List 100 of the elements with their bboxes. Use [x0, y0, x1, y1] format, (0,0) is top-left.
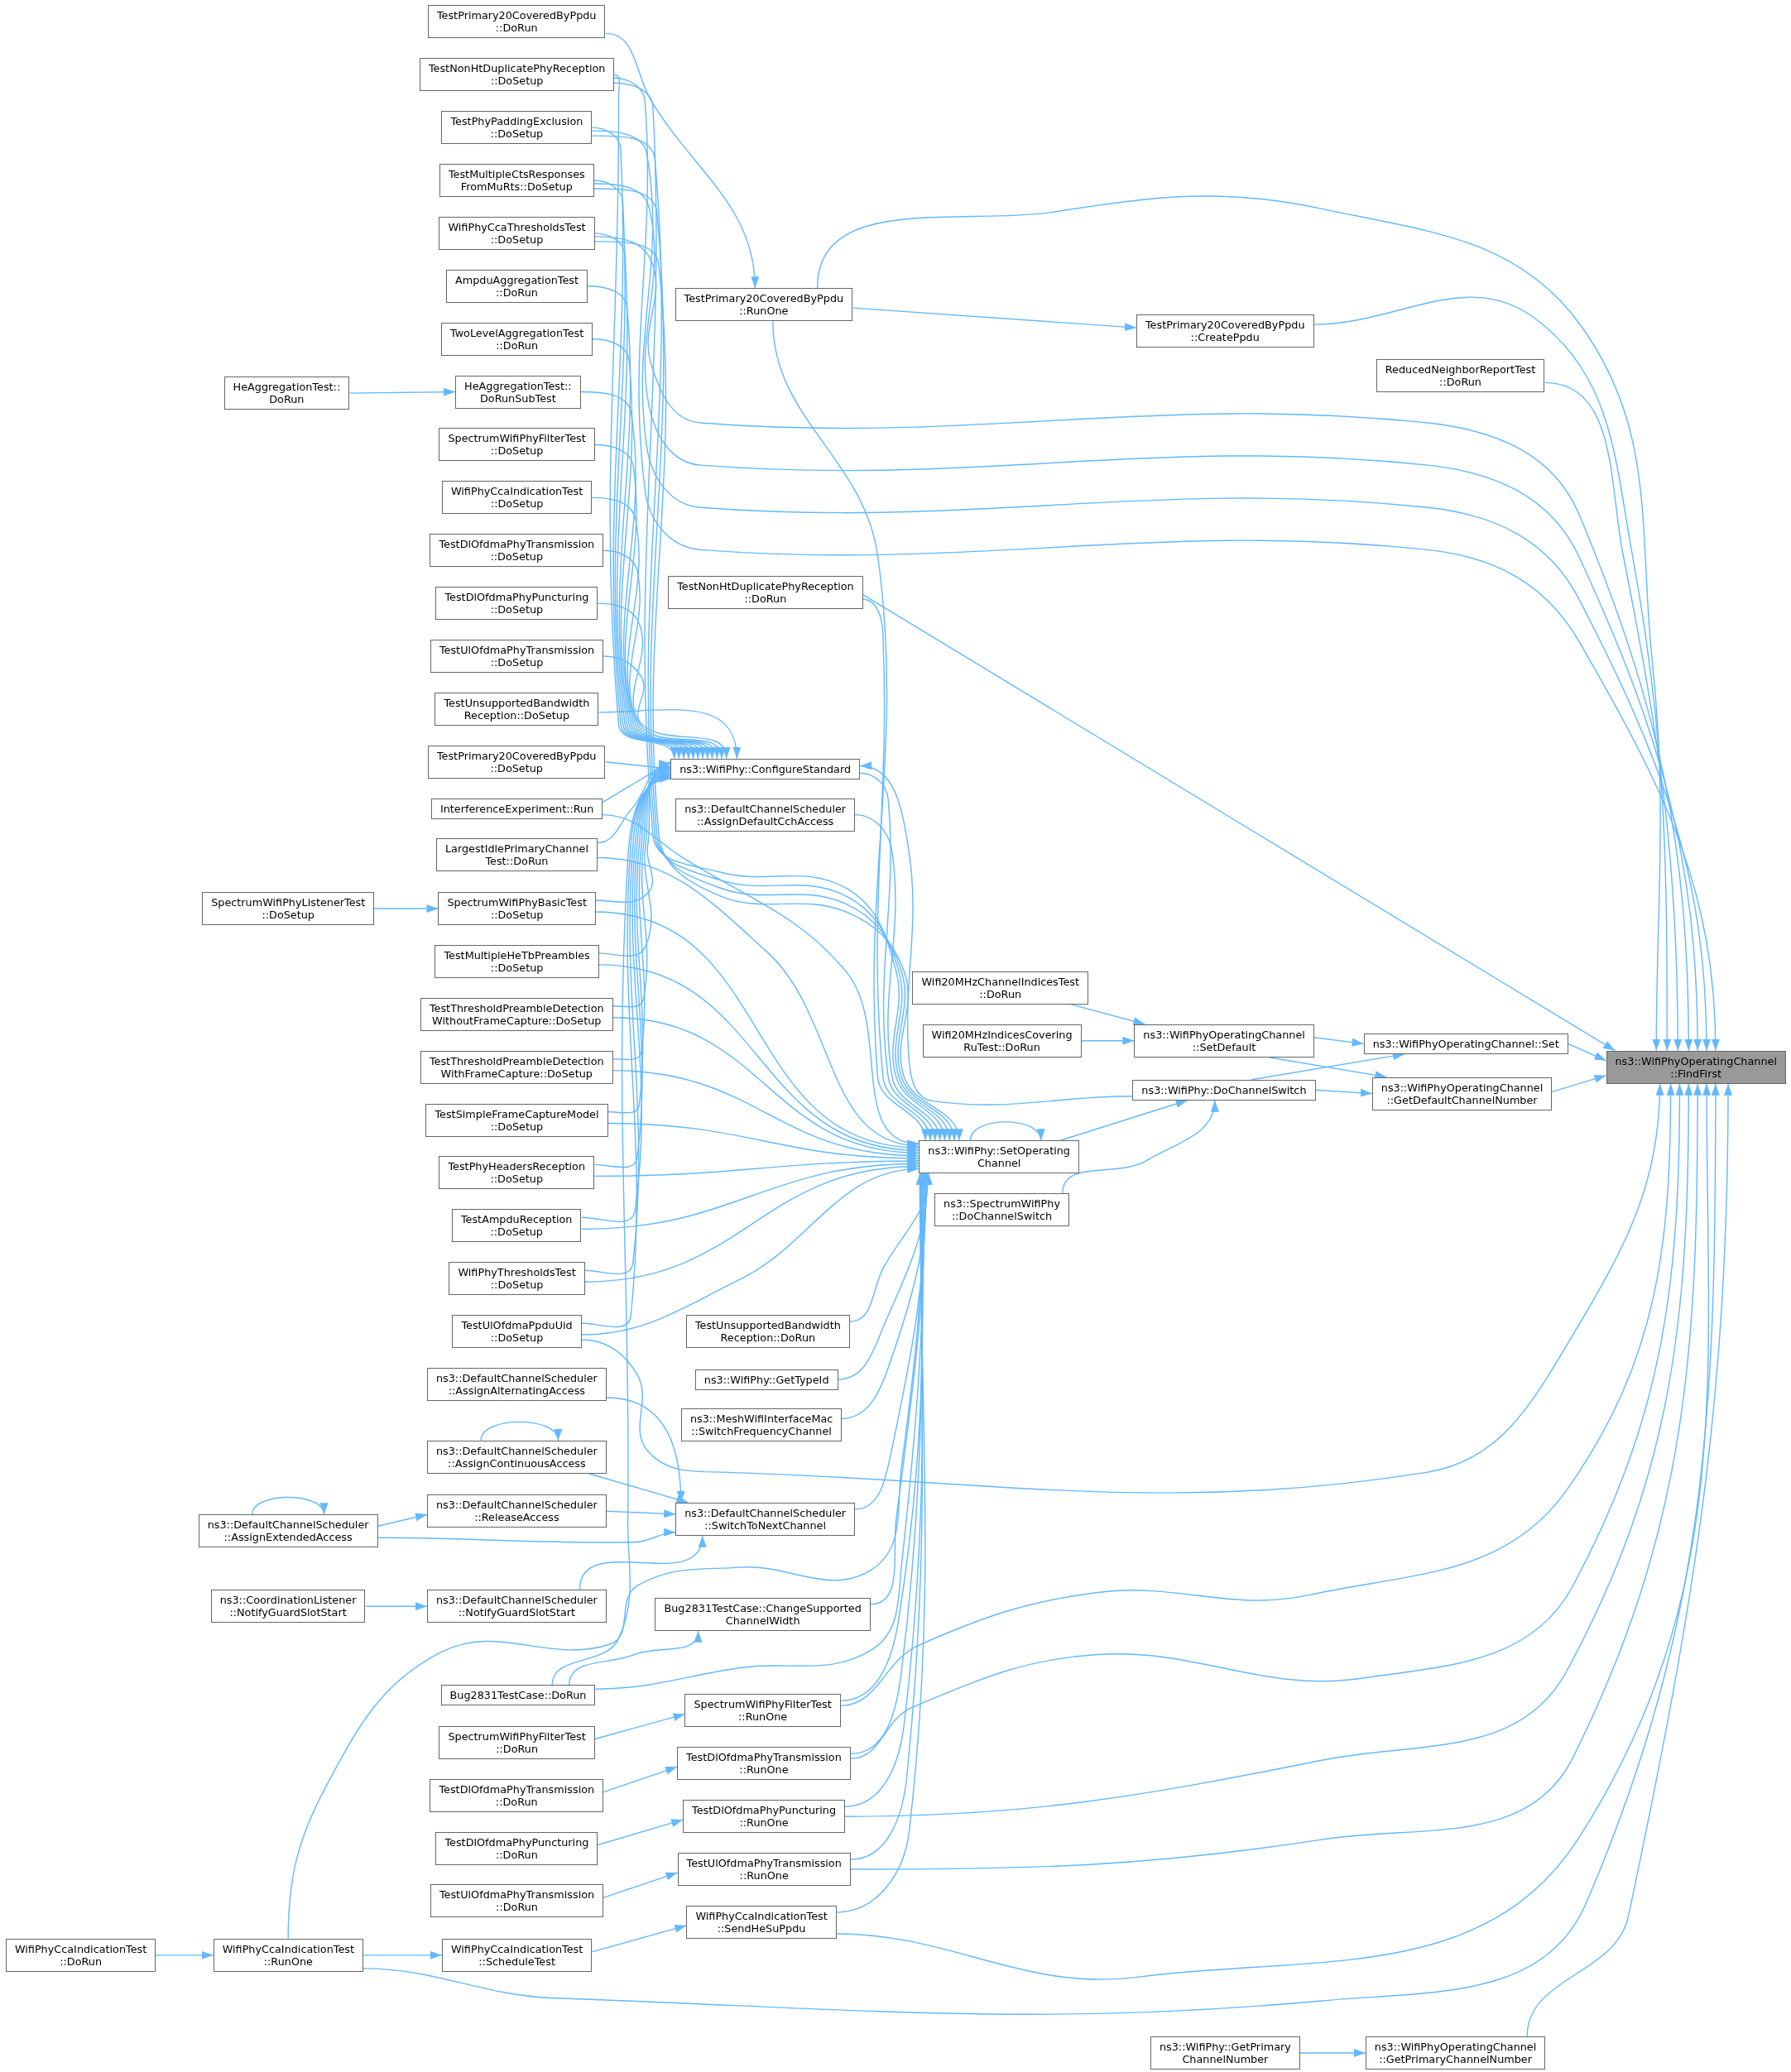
function-box: TestPrimary20CoveredByPpdu ::CreatePpdu: [1136, 314, 1314, 348]
call-arrow: [597, 1819, 684, 1846]
function-box: TwoLevelAggregationTest ::DoRun: [440, 322, 593, 356]
function-box: TestMultipleCtsResponses FromMuRts::DoSetup: [439, 164, 594, 198]
function-box: TestThresholdPreambleDetection WithoutFrameCapture::DoSetup: [420, 997, 613, 1031]
function-box: TestPrimary20CoveredByPpdu ::DoRun: [427, 5, 606, 39]
call-arrow: [597, 760, 671, 844]
function-box: WifiPhyCcaThresholdsTest ::DoSetup: [439, 216, 595, 250]
call-arrow: [1544, 381, 1683, 1052]
call-arrow: [593, 1713, 686, 1740]
call-arrow: [580, 1082, 1664, 1494]
function-box: WifiPhyCcaIndicationTest ::DoSetup: [441, 481, 593, 515]
call-arrow: [862, 598, 934, 1141]
call-arrow: [1551, 1074, 1607, 1093]
function-box: LargestIdlePrimaryChannel Test::DoRun: [435, 837, 598, 871]
function-box: ReducedNeighborReportTest ::DoRun: [1376, 359, 1545, 393]
function-box: WifiPhyThresholdsTest ::DoSetup: [449, 1262, 585, 1296]
call-arrow: [859, 772, 939, 1141]
call-arrow: [591, 127, 681, 760]
call-arrow: [1567, 1043, 1607, 1062]
function-box: Bug2831TestCase::DoRun: [440, 1685, 596, 1706]
call-arrow: [862, 593, 1616, 1052]
call-arrow: [603, 1872, 679, 1899]
function-box: ns3::DefaultChannelScheduler ::AssignContinuousAccess: [426, 1440, 607, 1474]
function-box: SpectrumWifiPhyFilterTest ::RunOne: [684, 1694, 841, 1728]
call-arrow: [1314, 1088, 1373, 1097]
function-box: ns3::WifiPhy::DoChannelSwitch: [1132, 1079, 1316, 1101]
function-box: ns3::WifiPhy::SetOperating Channel: [919, 1140, 1079, 1174]
function-box: ns3::WifiPhy::ConfigureStandard: [670, 758, 861, 779]
call-arrow: [155, 1950, 214, 1959]
function-box: HeAggregationTest:: DoRunSubTest: [455, 375, 581, 409]
function-box: ns3::DefaultChannelScheduler ::ReleaseAccess: [426, 1494, 607, 1528]
call-arrow: [835, 1173, 926, 1913]
call-arrow: [348, 387, 456, 396]
call-arrow: [598, 709, 740, 760]
call-arrow: [1313, 296, 1672, 1052]
function-box: TestPhyPaddingExclusion ::DoSetup: [441, 111, 593, 145]
function-box: ns3::WifiPhyOperatingChannel::Set: [1363, 1033, 1568, 1054]
call-arrow: [1080, 1036, 1136, 1045]
call-arrow: [598, 964, 920, 1154]
call-arrow: [373, 904, 439, 913]
function-box: ns3::WifiPhyOperatingChannel ::GetPrimaryChannelNumber: [1365, 2036, 1546, 2070]
call-arrow: [593, 1157, 920, 1177]
call-arrow: [580, 1165, 920, 1336]
call-arrow: [609, 74, 676, 760]
call-arrow: [1059, 1100, 1188, 1141]
call-arrow: [603, 1766, 678, 1793]
call-arrow: [612, 765, 671, 1008]
call-arrow: [854, 813, 943, 1141]
function-box: ns3::DefaultChannelScheduler ::AssignAlternatingAccess: [426, 1367, 607, 1401]
call-arrow: [588, 1473, 689, 1504]
function-box: ns3::WifiPhy::GetTypeId: [694, 1369, 838, 1390]
call-arrow: [603, 655, 729, 760]
highlighted-function-box: ns3::WifiPhyOperatingChannel ::FindFirst: [1606, 1050, 1786, 1084]
call-arrow: [580, 391, 705, 760]
call-arrow: [598, 765, 671, 957]
function-box: TestDlOfdmaPhyTransmission ::DoSetup: [430, 534, 604, 568]
call-arrow: [1299, 2049, 1366, 2058]
call-arrow: [594, 763, 671, 904]
function-box: ns3::WifiPhyOperatingChannel ::SetDefault: [1134, 1024, 1314, 1058]
function-box: TestMultipleHeTbPreambles ::DoSetup: [435, 944, 599, 978]
call-arrow: [591, 496, 714, 760]
call-arrow: [362, 1950, 443, 1959]
function-box: TestNonHtDuplicatePhyReception ::DoRun: [668, 576, 863, 610]
call-arrow: [594, 911, 920, 1151]
call-arrow: [859, 763, 1134, 1106]
function-box: SpectrumWifiPhyFilterTest ::DoRun: [439, 1725, 595, 1759]
function-box: ns3::DefaultChannelScheduler ::AssignExtendedAccess: [198, 1514, 378, 1548]
function-box: SpectrumWifiPhyFilterTest ::DoSetup: [439, 428, 595, 462]
call-arrow: [597, 602, 724, 760]
function-box: TestSimpleFrameCaptureModel ::DoSetup: [425, 1103, 608, 1137]
function-box: TestDlOfdmaPhyPuncturing ::DoSetup: [435, 587, 598, 621]
function-box: WifiPhyCcaIndicationTest ::SendHeSuPpdu: [686, 1905, 837, 1939]
function-box: Wifi20MHzChannelIndicesTest ::DoRun: [912, 971, 1088, 1005]
call-arrow: [852, 307, 1137, 332]
function-box: Bug2831TestCase::ChangeSupported ChannelWidth: [655, 1597, 871, 1631]
function-box: TestThresholdPreambleDetection WithFrameCapture::DoSetup: [420, 1050, 613, 1084]
function-box: ns3::SpectrumWifiPhy ::DoChannelSwitch: [934, 1193, 1069, 1227]
call-arrow: [1062, 1100, 1218, 1194]
call-arrow: [581, 1159, 920, 1230]
function-box: WifiPhyCcaIndicationTest ::RunOne: [213, 1938, 363, 1972]
function-box: WifiPhyCcaIndicationTest ::DoRun: [5, 1938, 156, 1972]
function-box: TestPrimary20CoveredByPpdu ::DoSetup: [427, 745, 606, 779]
function-box: TestUlOfdmaPhyTransmission ::RunOne: [677, 1853, 851, 1887]
function-box: SpectrumWifiPhyListenerTest ::DoSetup: [202, 892, 375, 925]
function-box: ns3::WifiPhyOperatingChannel ::GetDefaultChannelNumber: [1371, 1077, 1553, 1110]
call-arrow: [969, 1121, 1043, 1141]
function-box: TestDlOfdmaPhyTransmission ::DoRun: [430, 1778, 604, 1812]
function-box: WifiPhyCcaIndicationTest ::ScheduleTest: [441, 1938, 593, 1972]
call-arrow: [607, 769, 671, 1114]
call-arrow: [592, 338, 700, 760]
call-arrow: [1313, 1037, 1365, 1047]
function-box: TestPrimary20CoveredByPpdu ::RunOne: [675, 288, 853, 322]
function-box: AmpduAggregationTest ::DoRun: [445, 269, 588, 303]
call-arrow: [364, 1602, 428, 1611]
function-box: TestNonHtDuplicatePhyReception ::DoSetup: [419, 58, 615, 92]
call-arrow: [606, 1509, 676, 1518]
function-box: ns3::WifiPhy::GetPrimary ChannelNumber: [1150, 2036, 1300, 2070]
function-box: TestUnsupportedBandwidth Reception::DoSetup: [435, 692, 599, 726]
call-arrow: [603, 549, 719, 760]
